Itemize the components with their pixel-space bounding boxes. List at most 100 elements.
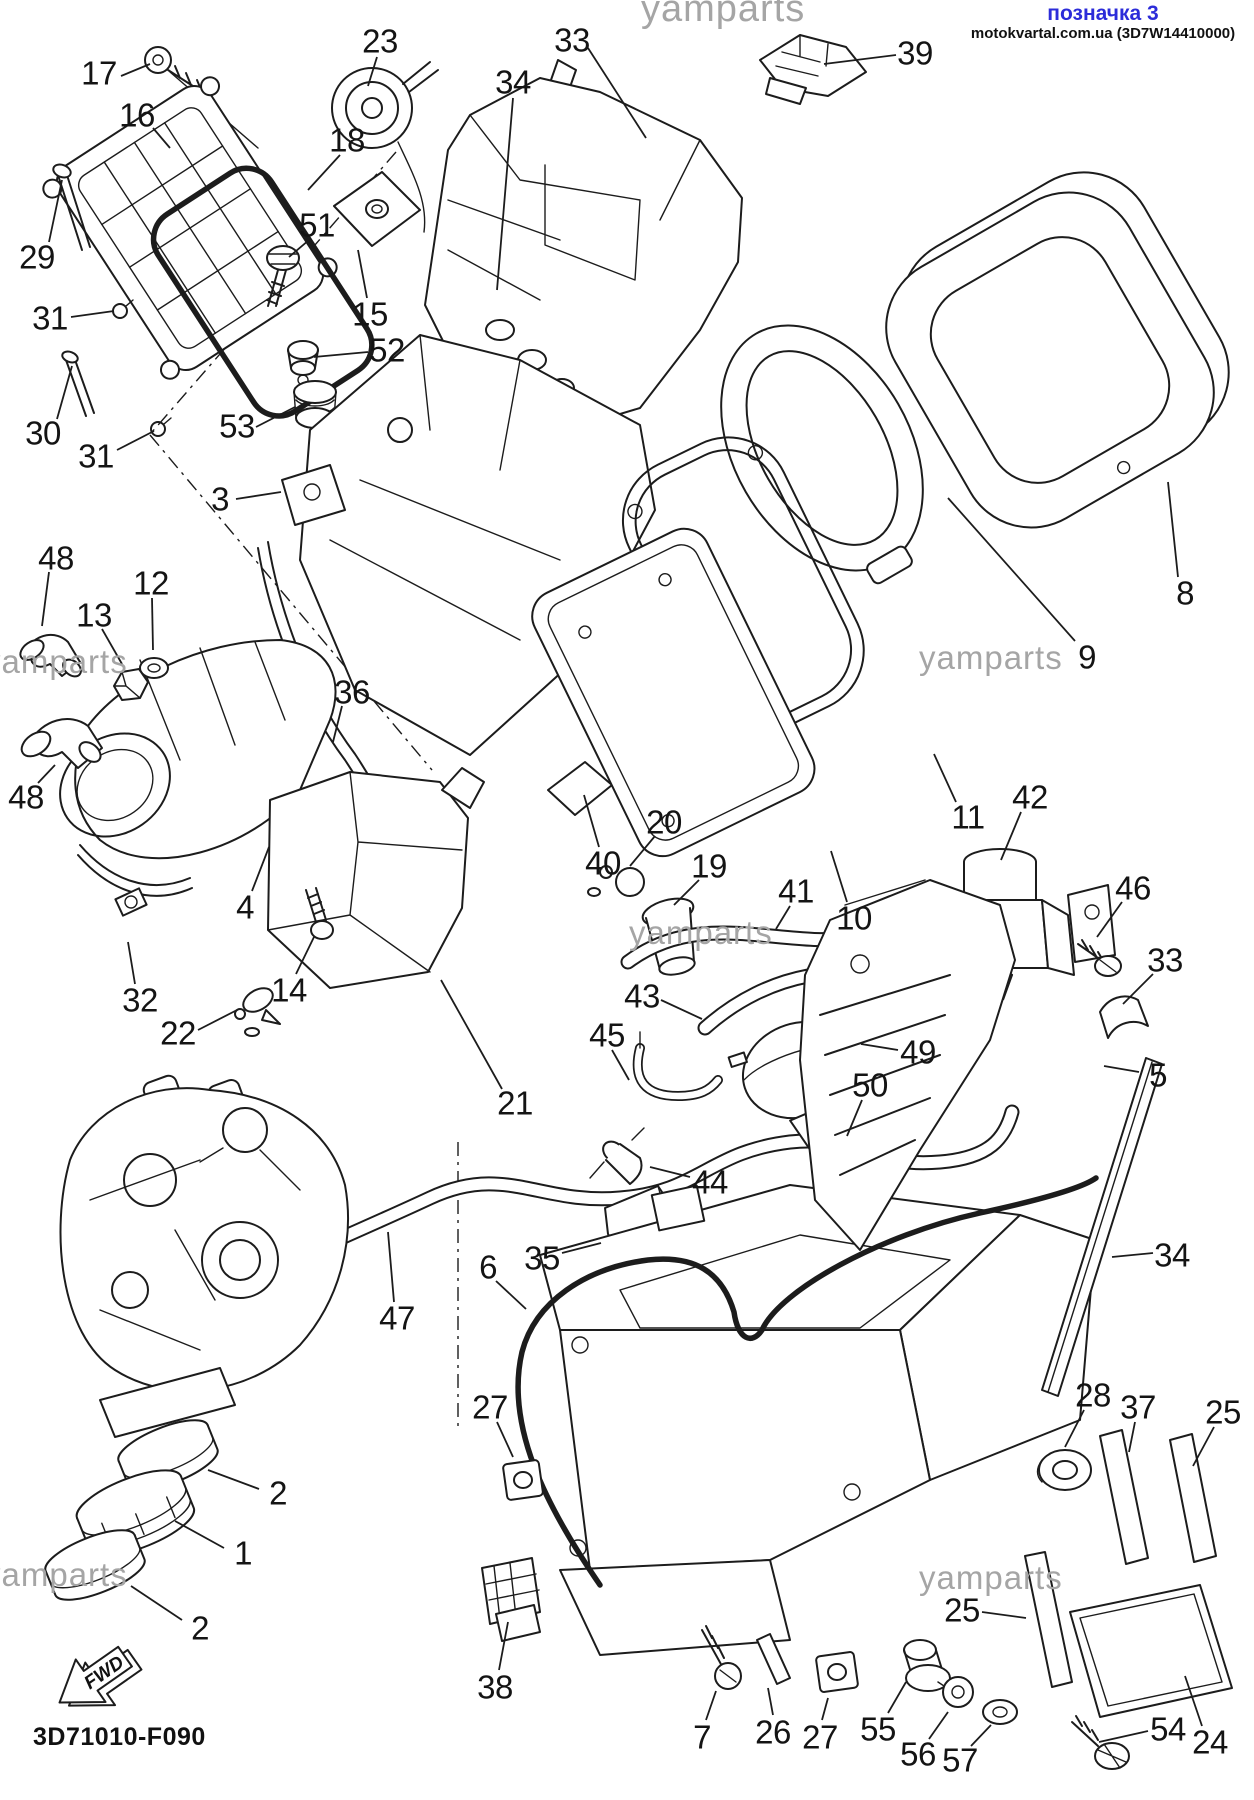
leader-line-52 [313, 351, 369, 358]
leader-line-34 [496, 97, 514, 291]
callout-8: 8 [1176, 574, 1194, 612]
callout-27: 27 [472, 1388, 508, 1426]
callout-6: 6 [479, 1248, 497, 1286]
callout-11: 11 [951, 798, 985, 836]
callout-42: 42 [1012, 778, 1048, 816]
callout-47: 47 [379, 1299, 415, 1337]
callout-5: 5 [1149, 1056, 1167, 1094]
callout-20: 20 [646, 803, 682, 841]
callout-16: 16 [119, 96, 155, 134]
leader-line-57 [970, 1724, 992, 1747]
callout-25: 25 [944, 1591, 980, 1629]
callout-22: 22 [160, 1014, 196, 1052]
leader-line-40 [583, 794, 600, 848]
leader-line-51 [288, 239, 310, 258]
part-frame-9 [720, 324, 924, 585]
callout-55: 55 [860, 1710, 896, 1748]
leader-line-16 [152, 127, 171, 149]
callout-10: 10 [836, 899, 872, 937]
leader-line-4 [251, 846, 270, 892]
callout-36: 36 [334, 673, 370, 711]
callout-31: 31 [32, 299, 68, 337]
part-clamp-32 [77, 844, 193, 917]
leader-line-37 [1128, 1421, 1136, 1453]
part-element-8 [885, 171, 1230, 529]
watermark: yamparts [0, 643, 128, 680]
part-plate-10 [531, 527, 816, 858]
callout-54: 54 [1150, 1710, 1186, 1748]
part-valve-23 [331, 61, 439, 233]
leader-line-27 [496, 1421, 514, 1458]
leader-line-11 [933, 753, 957, 803]
callout-29: 29 [19, 238, 55, 276]
leader-line-23 [367, 56, 378, 87]
part-grommet-52 [287, 340, 319, 386]
seal-loop-6 [515, 1175, 1099, 1588]
callout-46: 46 [1115, 869, 1151, 907]
leader-line-9 [947, 497, 1076, 642]
leader-line-56 [928, 1711, 949, 1740]
part-elbow-48-upper [19, 633, 82, 678]
leader-line-19 [673, 879, 700, 906]
leader-line-20 [629, 835, 656, 867]
leader-line-2 [130, 1585, 183, 1621]
leader-line-31 [70, 310, 115, 318]
leader-line-48 [41, 571, 50, 627]
leader-line-44 [649, 1166, 691, 1178]
leader-line-39 [823, 54, 897, 65]
callout-57: 57 [942, 1741, 978, 1779]
part-damper-33-right [1099, 995, 1149, 1039]
leader-line-45 [611, 1049, 630, 1081]
leader-line-15 [357, 249, 368, 299]
leader-line-46 [1096, 901, 1123, 938]
leader-line-31 [116, 430, 155, 451]
callout-51: 51 [299, 206, 335, 244]
callout-35: 35 [524, 1239, 560, 1277]
part-case-lower-6 [515, 1175, 1099, 1656]
callout-17: 17 [81, 54, 117, 92]
watermark: yamparts [0, 1556, 128, 1593]
callout-27: 27 [802, 1718, 838, 1756]
hose-47 [170, 1104, 1020, 1330]
callout-38: 38 [477, 1668, 513, 1706]
part-filter-44 [589, 1127, 645, 1185]
part-valve-22 [234, 987, 281, 1037]
part-washer-57 [982, 1699, 1018, 1725]
leader-lines [37, 47, 1215, 1747]
part-grommet-28 [1036, 1449, 1092, 1491]
callout-26: 26 [755, 1713, 791, 1751]
callout-28: 28 [1075, 1376, 1111, 1414]
part-duct-37 [1099, 1429, 1149, 1565]
part-bolt-51 [266, 245, 300, 307]
part-valve-20 [587, 865, 645, 897]
leader-line-35 [561, 1242, 602, 1254]
leader-line-1 [174, 1520, 225, 1549]
leader-line-29 [48, 179, 63, 243]
callout-3: 3 [211, 480, 229, 518]
header: позначка 3 motokvartal.com.ua (3D7W14410… [955, 2, 1251, 42]
callout-14: 14 [271, 971, 307, 1009]
callout-21: 21 [497, 1084, 533, 1122]
callout-24: 24 [1192, 1723, 1228, 1761]
callout-7: 7 [693, 1718, 711, 1756]
leader-line-17 [120, 63, 151, 77]
leader-line-33 [587, 47, 647, 139]
watermark: yamparts [919, 1559, 1063, 1596]
leader-line-43 [660, 999, 703, 1020]
leader-line-27 [821, 1697, 829, 1721]
callout-52: 52 [369, 331, 405, 369]
leader-line-30 [56, 365, 73, 420]
part-washer-12 [139, 657, 169, 679]
watermark: yamparts [919, 639, 1063, 676]
part-pin-26 [756, 1633, 791, 1685]
part-bolt-54 [1071, 1715, 1130, 1770]
callout-15: 15 [352, 295, 388, 333]
callout-31: 31 [78, 437, 114, 475]
callout-32: 32 [122, 981, 158, 1019]
leader-line-55 [887, 1681, 907, 1714]
leader-line-18 [307, 154, 341, 191]
callout-4: 4 [236, 888, 254, 926]
part-bushing-55 [903, 1639, 951, 1692]
fwd-arrow: FWD [58, 1645, 143, 1707]
